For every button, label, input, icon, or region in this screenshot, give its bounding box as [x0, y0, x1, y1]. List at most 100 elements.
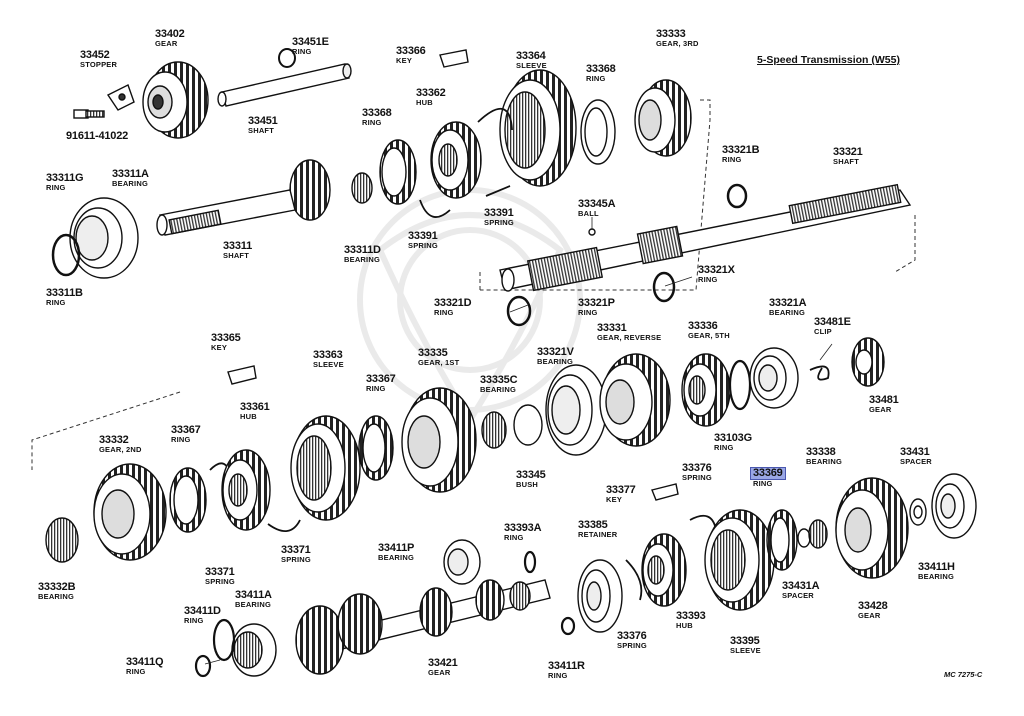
part-number: 33451E	[292, 36, 329, 48]
part-name: CLIP	[814, 327, 832, 336]
part-name: SHAFT	[248, 126, 274, 135]
part-number: 33321	[833, 146, 863, 158]
part-name: KEY	[606, 495, 623, 504]
part-name: RING	[698, 275, 718, 284]
part-number: 33333	[656, 28, 686, 40]
main-shaft	[499, 183, 912, 327]
part-name: RING	[46, 298, 66, 307]
part-number: 33393	[676, 610, 706, 622]
diagram-code: MC 7275-C	[944, 670, 983, 679]
part-name: RING	[434, 308, 454, 317]
part-name: BEARING	[918, 572, 954, 581]
part-number: 33428	[858, 600, 888, 612]
part-number: 33311	[223, 240, 252, 252]
part-name: SPACER	[900, 457, 932, 466]
part-name: SPACER	[782, 591, 814, 600]
part-number: 33335C	[480, 374, 518, 386]
part-number: 33411D	[184, 605, 221, 617]
leader-lines	[204, 217, 833, 665]
part-name: SHAFT	[833, 157, 859, 166]
part-number: 33368	[586, 63, 616, 75]
part-name: SPRING	[281, 555, 311, 564]
part-number: 33371	[281, 544, 311, 556]
part-number: 33411P	[378, 542, 415, 554]
part-number: 33311B	[46, 287, 83, 299]
part-name: GEAR	[858, 611, 881, 620]
part-name: BEARING	[112, 179, 148, 188]
part-number: 33421	[428, 657, 458, 669]
part-number: 33376	[682, 462, 712, 474]
part-name: GEAR, 5TH	[688, 331, 730, 340]
part-number: 33411A	[235, 589, 272, 601]
part-name: BEARING	[235, 600, 271, 609]
part-name: BUSH	[516, 480, 539, 489]
part-name: SLEEVE	[730, 646, 761, 655]
part-number: 33385	[578, 519, 608, 531]
part-name: SHAFT	[223, 251, 249, 260]
part-name: RING	[504, 533, 524, 542]
part-name: BEARING	[769, 308, 805, 317]
part-number: 33364	[516, 50, 546, 62]
part-number: 33481	[869, 394, 899, 406]
part-name: GEAR, 1ST	[418, 358, 460, 367]
part-number: 33391	[484, 207, 514, 219]
part-number: 33362	[416, 87, 446, 99]
part-number: 33402	[155, 28, 185, 40]
part-name: RING	[578, 308, 598, 317]
diagram-title: 5-Speed Transmission (W55)	[757, 54, 900, 66]
part-number: 33411Q	[126, 656, 164, 668]
part-name: RING	[548, 671, 568, 680]
part-number: 33332B	[38, 581, 76, 593]
part-number: 33452	[80, 49, 110, 61]
part-name: RING	[126, 667, 146, 676]
part-number: 33377	[606, 484, 636, 496]
bottom-row-parts	[194, 539, 576, 678]
part-name: GEAR	[869, 405, 892, 414]
part-name: GEAR, 2ND	[99, 445, 142, 454]
guide-lines	[31, 99, 916, 470]
part-name: GEAR, 3RD	[656, 39, 699, 48]
top-row-parts	[51, 48, 748, 279]
part-name: HUB	[676, 621, 693, 630]
part-number: 33376	[617, 630, 647, 642]
part-name: BEARING	[480, 385, 516, 394]
part-number: 33391	[408, 230, 438, 242]
part-number: 33311A	[112, 168, 149, 180]
part-number: 33321P	[578, 297, 615, 309]
